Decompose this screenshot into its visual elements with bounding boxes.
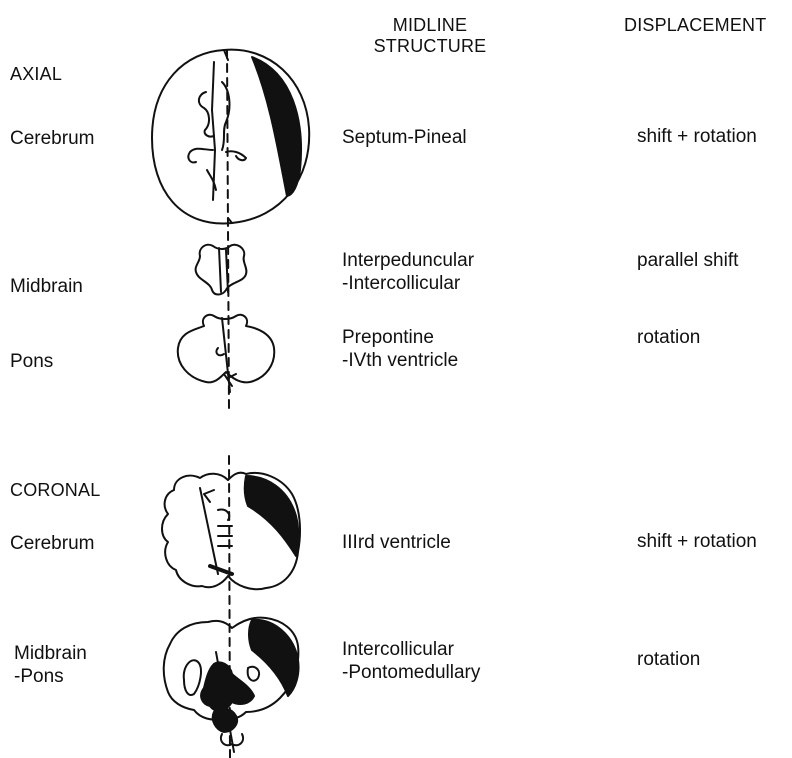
axial-pons-outline	[178, 315, 274, 392]
coronal-cerebrum-hematoma	[245, 476, 299, 556]
axial-cerebrum-hematoma	[252, 57, 301, 196]
axial-cerebrum-ventricles	[188, 62, 246, 200]
axial-midbrain-outline	[196, 245, 247, 295]
coronal-midbrain-pons-brainstem-fill	[201, 662, 254, 710]
coronal-cerebrum-shifted-midline	[200, 488, 232, 574]
coronal-midbrain-pons-pontine-fill	[213, 709, 237, 732]
